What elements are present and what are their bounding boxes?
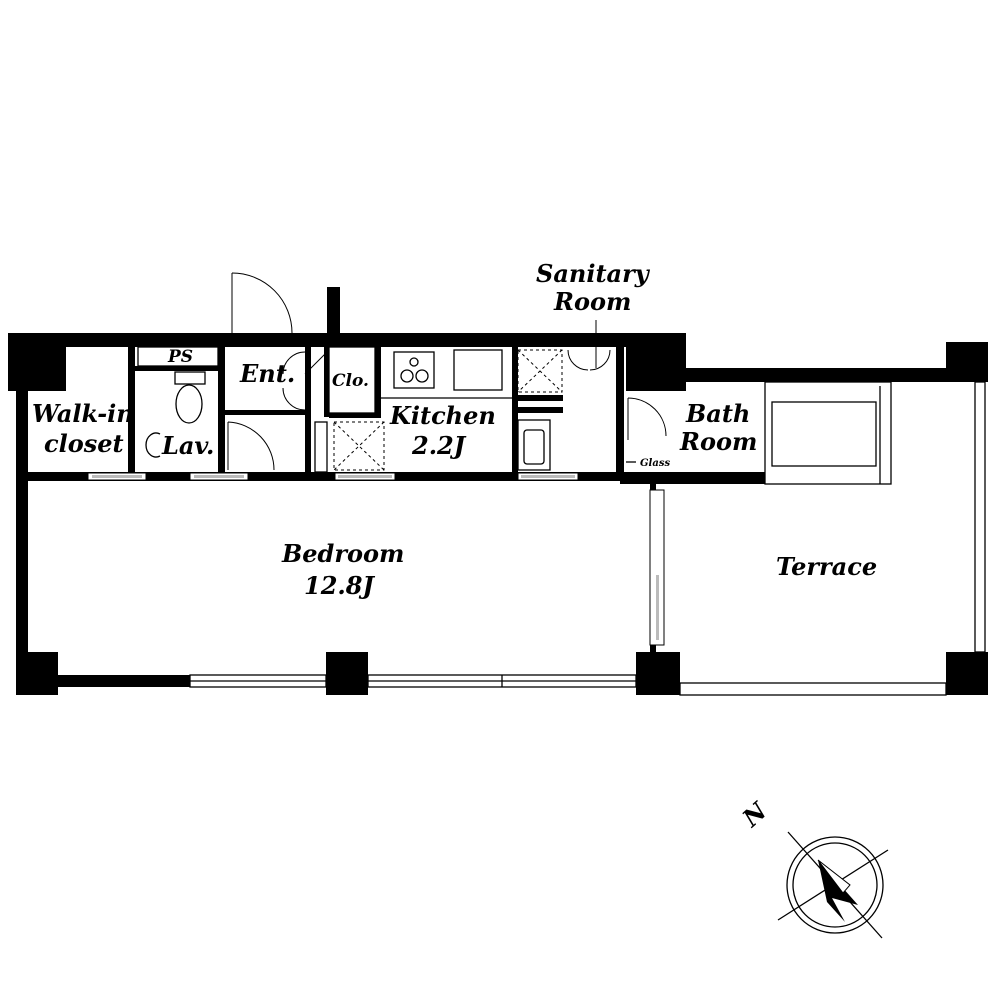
windows-bottom	[189, 674, 947, 696]
compass-icon: N	[736, 796, 889, 939]
glass-label: Glass	[640, 458, 670, 469]
storage-box-icon	[333, 421, 385, 471]
sanitary-room-label-1: Sanitary	[536, 259, 651, 288]
compass-north-label: N	[736, 796, 773, 834]
sanitary-room-label-2: Room	[553, 287, 631, 316]
sliding-doors	[87, 472, 665, 646]
fixtures	[137, 346, 892, 485]
interior-walls	[28, 347, 765, 654]
clo-label: Clo.	[332, 371, 369, 391]
walk-in-closet-label-1: Walk-in	[32, 399, 134, 428]
ps-label: PS	[167, 347, 193, 367]
bath-room-label-2: Room	[679, 427, 757, 456]
door-swings	[227, 272, 667, 471]
toilet-icon	[145, 371, 206, 458]
terrace-label: Terrace	[776, 552, 877, 581]
kitchen-size-label: 2.2J	[411, 431, 467, 460]
sink-icon	[453, 349, 503, 391]
lav-label: Lav.	[161, 431, 214, 460]
bedroom-label: Bedroom	[281, 539, 404, 568]
bathtub-icon	[764, 381, 892, 485]
kitchen-label: Kitchen	[389, 401, 496, 430]
walk-in-closet-label-2: closet	[44, 429, 124, 458]
ent-label: Ent.	[239, 359, 295, 388]
terrace-railing	[974, 381, 986, 653]
washbasin-icon	[517, 419, 551, 471]
bath-room-label-1: Bath	[685, 399, 750, 428]
washing-machine-icon	[517, 349, 563, 393]
stove-icon	[393, 351, 435, 389]
bedroom-size-label: 12.8J	[304, 571, 375, 600]
room-labels: Walk-in closet PS Lav. Ent. Clo. Kitchen…	[32, 259, 877, 600]
outer-walls	[8, 287, 988, 695]
